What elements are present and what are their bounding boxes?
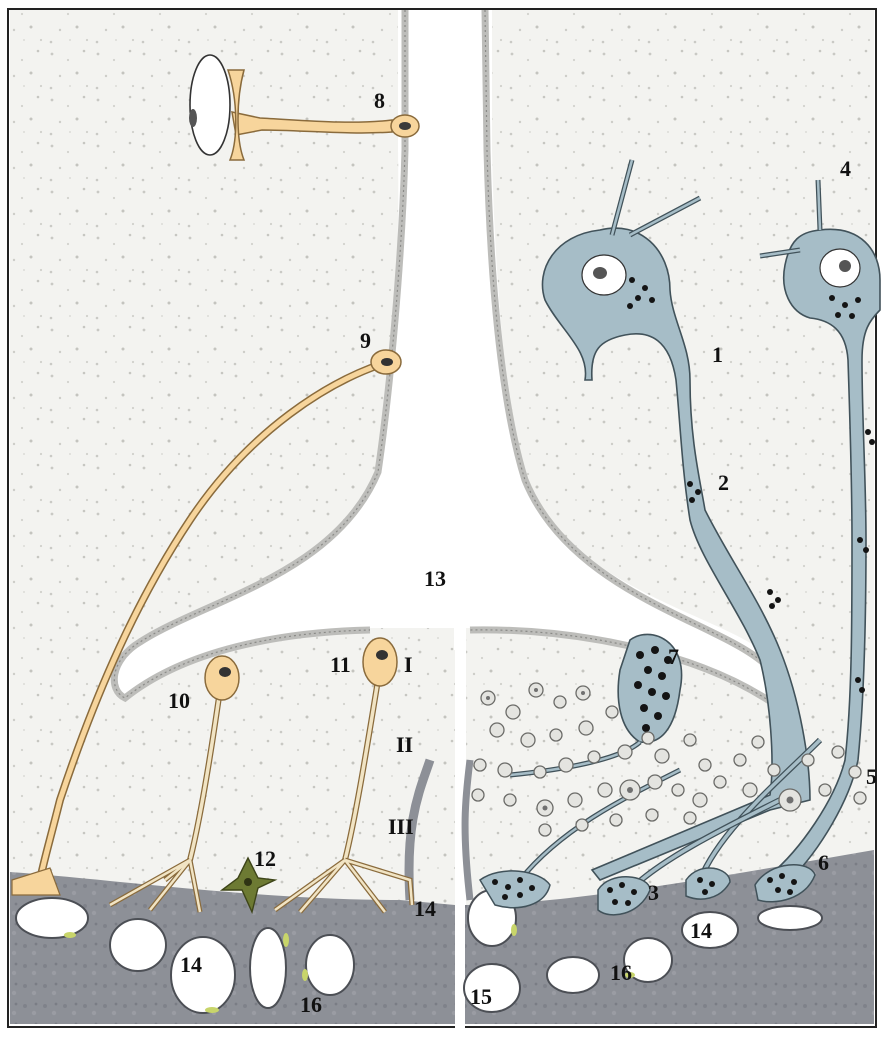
label-14-right: 14 [690,918,712,943]
label-2: 2 [718,470,729,495]
label-11: 11 [330,652,351,677]
label-zone-II: II [396,732,413,757]
label-1: 1 [712,342,723,367]
capillary [190,55,230,155]
label-zone-III: III [388,814,414,839]
capillary [250,928,286,1008]
capillary [758,906,822,930]
label-13: 13 [424,566,446,591]
label-9: 9 [360,328,371,353]
capillary [16,898,88,938]
label-3: 3 [648,880,659,905]
capillary [110,919,166,971]
label-16-right: 16 [610,960,632,985]
label-8: 8 [374,88,385,113]
label-7: 7 [668,644,679,669]
label-12: 12 [254,846,276,871]
label-10: 10 [168,688,190,713]
capillary [547,957,599,993]
capillary [306,935,354,995]
label-4: 4 [840,156,851,181]
label-14-midline: 14 [414,896,436,921]
label-6: 6 [818,850,829,875]
label-5: 5 [866,764,877,789]
label-16-left: 16 [300,992,322,1017]
label-zone-I: I [404,652,413,677]
label-15: 15 [470,984,492,1009]
label-14-left: 14 [180,952,202,977]
